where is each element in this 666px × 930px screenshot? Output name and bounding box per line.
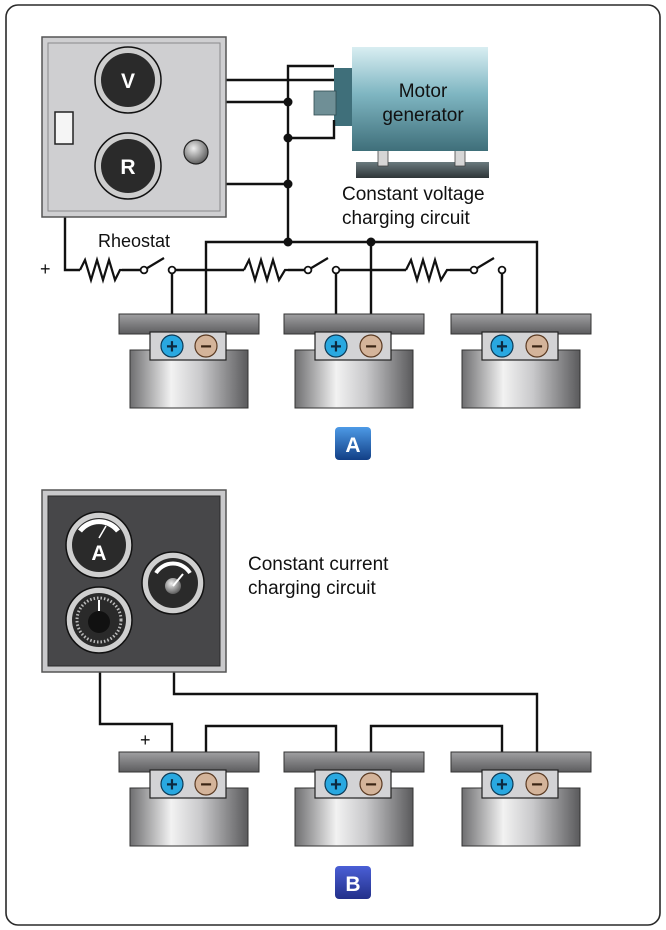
dial-scale: [75, 596, 123, 644]
badge-b-label: B: [345, 873, 360, 896]
battery-lid: [450, 313, 592, 335]
motor-end-cap: [334, 68, 354, 126]
negative-terminal-icon: [194, 334, 218, 358]
badge-a: A: [335, 427, 371, 460]
motor-generator: Motor generator: [313, 47, 489, 178]
motor-label-line1: Motor: [399, 81, 448, 102]
negative-symbol: −: [200, 774, 212, 796]
motor-shaft: [313, 90, 337, 116]
rheostats: [79, 256, 450, 284]
ammeter-icon: [72, 518, 126, 572]
resistance-meter-label: R: [120, 156, 135, 179]
positive-terminal-icon: [490, 334, 514, 358]
motor-body: [352, 47, 488, 151]
battery-b1: + −: [118, 751, 260, 847]
battery-lid: [118, 313, 260, 335]
junction-dot: [283, 133, 293, 143]
gauge-needle: [172, 573, 184, 587]
negative-symbol: −: [531, 336, 543, 358]
battery-b3: + −: [450, 751, 592, 847]
circuit-a-label-line2: charging circuit: [342, 208, 470, 229]
battery-b2: + −: [283, 751, 425, 847]
switch-3-pivot: [469, 265, 479, 275]
badge-b-box: [335, 866, 371, 899]
negative-symbol: −: [365, 774, 377, 796]
plus-sign-a: +: [40, 259, 51, 279]
ammeter-label: A: [91, 542, 106, 565]
circuit-b-label-line2: charging circuit: [248, 578, 376, 599]
battery-a1: + −: [118, 313, 260, 409]
positive-symbol: +: [330, 336, 342, 358]
ammeter-scale: [78, 519, 120, 533]
motor-label-line2: generator: [382, 105, 464, 126]
switch-1-pivot: [139, 265, 149, 275]
junction-dot: [283, 237, 293, 247]
battery-lid: [450, 751, 592, 773]
negative-terminal-icon: [359, 772, 383, 796]
positive-terminal-icon: [160, 334, 184, 358]
resistance-meter-icon: [101, 139, 155, 193]
wire-motor-negative: [288, 120, 336, 140]
control-panel-b: A: [41, 489, 227, 673]
negative-symbol: −: [200, 336, 212, 358]
circuit-b-label-line1: Constant current: [248, 554, 389, 575]
negative-symbol: −: [365, 336, 377, 358]
badge-a-box: [335, 427, 371, 460]
negative-symbol: −: [531, 774, 543, 796]
switch-1-contact: [167, 265, 177, 275]
positive-symbol: +: [496, 774, 508, 796]
positive-symbol: +: [166, 774, 178, 796]
positive-terminal-icon: [160, 772, 184, 796]
rheostat-label: Rheostat: [98, 231, 170, 251]
diagram-b: A Constant current charging circuit + +: [41, 489, 592, 899]
badge-a-label: A: [345, 434, 360, 457]
motor-base: [356, 162, 489, 178]
plus-sign-b: +: [140, 730, 151, 750]
switches: [139, 257, 507, 275]
battery-a2: + −: [283, 313, 425, 409]
rheostat-3: [405, 256, 450, 284]
dial-knob: [88, 611, 110, 633]
battery-a3: + −: [450, 313, 592, 409]
negative-terminal-icon: [194, 772, 218, 796]
panel-a-inner: [47, 42, 221, 212]
diagram-a: Motor generator: [40, 36, 592, 460]
positive-symbol: +: [166, 336, 178, 358]
voltmeter-label: V: [121, 70, 135, 93]
switch-2-contact: [331, 265, 341, 275]
shunt-icon: [54, 111, 74, 145]
junction-dot: [283, 179, 293, 189]
positive-terminal-icon: [490, 772, 514, 796]
adjust-knob-icon: [183, 139, 209, 165]
junction-dot: [366, 237, 376, 247]
positive-symbol: +: [496, 336, 508, 358]
negative-terminal-icon: [525, 772, 549, 796]
junction-dots-a: [283, 97, 376, 247]
negative-terminal-icon: [525, 334, 549, 358]
ammeter-needle: [98, 525, 107, 539]
switch-2-pivot: [303, 265, 313, 275]
gauge-scale: [154, 561, 192, 575]
control-panel-a: V R: [41, 36, 227, 218]
wire-b-negative: [172, 672, 539, 784]
switch-3-contact: [497, 265, 507, 275]
voltmeter-icon: [101, 53, 155, 107]
rheostat-1: [79, 256, 122, 284]
battery-lid: [118, 751, 260, 773]
battery-lid: [283, 313, 425, 335]
positive-terminal-icon: [324, 772, 348, 796]
circuit-a-label-line1: Constant voltage: [342, 184, 485, 205]
battery-lid: [283, 751, 425, 773]
badge-b: B: [335, 866, 371, 899]
rheostat-2: [243, 256, 288, 284]
negative-terminal-icon: [359, 334, 383, 358]
positive-symbol: +: [330, 774, 342, 796]
positive-terminal-icon: [324, 334, 348, 358]
junction-dot: [283, 97, 293, 107]
